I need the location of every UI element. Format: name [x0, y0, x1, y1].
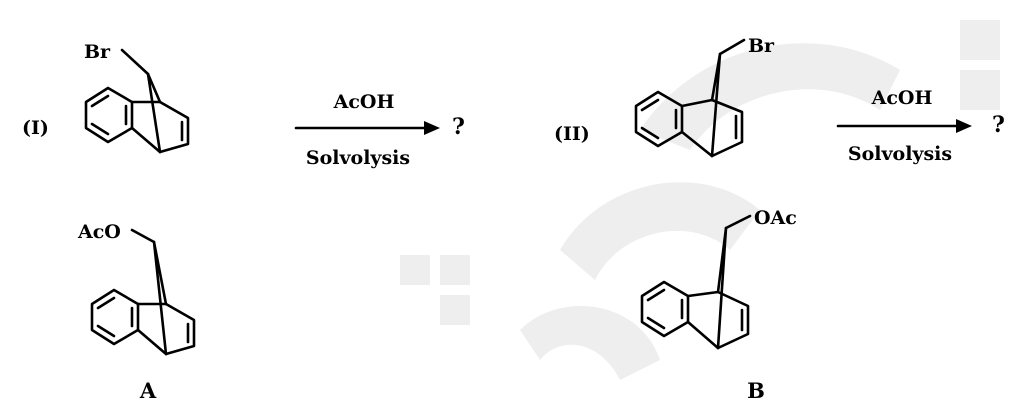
watermark-square-1: [400, 255, 430, 285]
product-label-A: A: [139, 378, 157, 403]
watermark-swirl-2: [560, 182, 760, 280]
compound-label-II: (II): [554, 123, 590, 145]
unknown-product-2: ?: [992, 112, 1005, 138]
substituent-label: AcO: [77, 221, 121, 243]
product-A: AcO: [77, 221, 196, 356]
watermark-square-5: [960, 70, 1000, 110]
molecule-I: Br: [84, 41, 190, 154]
benzobicyclic-skeleton: [640, 214, 752, 350]
reaction-arrow-2: [836, 119, 972, 133]
watermark-square-4: [960, 20, 1000, 60]
reagent-1: AcOH: [333, 91, 395, 113]
unknown-product-1: ?: [452, 114, 465, 140]
substituent-label: Br: [748, 35, 775, 57]
product-B: OAc: [640, 207, 797, 350]
watermark-swirl-1: [640, 43, 900, 150]
reaction-arrow-1: [294, 121, 440, 135]
watermark-swirl-3: [520, 306, 660, 380]
compound-label-I: (I): [22, 117, 49, 139]
watermark-square-2: [440, 255, 470, 285]
benzobicyclic-skeleton: [634, 38, 746, 158]
condition-2: Solvolysis: [848, 143, 952, 165]
condition-1: Solvolysis: [306, 147, 410, 169]
molecule-II: Br: [634, 35, 775, 158]
substituent-label: OAc: [754, 207, 797, 229]
substituent-label: Br: [84, 41, 111, 63]
product-label-B: B: [747, 378, 765, 403]
reagent-2: AcOH: [871, 87, 933, 109]
benzobicyclic-skeleton: [84, 48, 190, 154]
watermark: [400, 20, 1000, 380]
benzobicyclic-skeleton: [90, 228, 196, 356]
watermark-square-3: [440, 295, 470, 325]
